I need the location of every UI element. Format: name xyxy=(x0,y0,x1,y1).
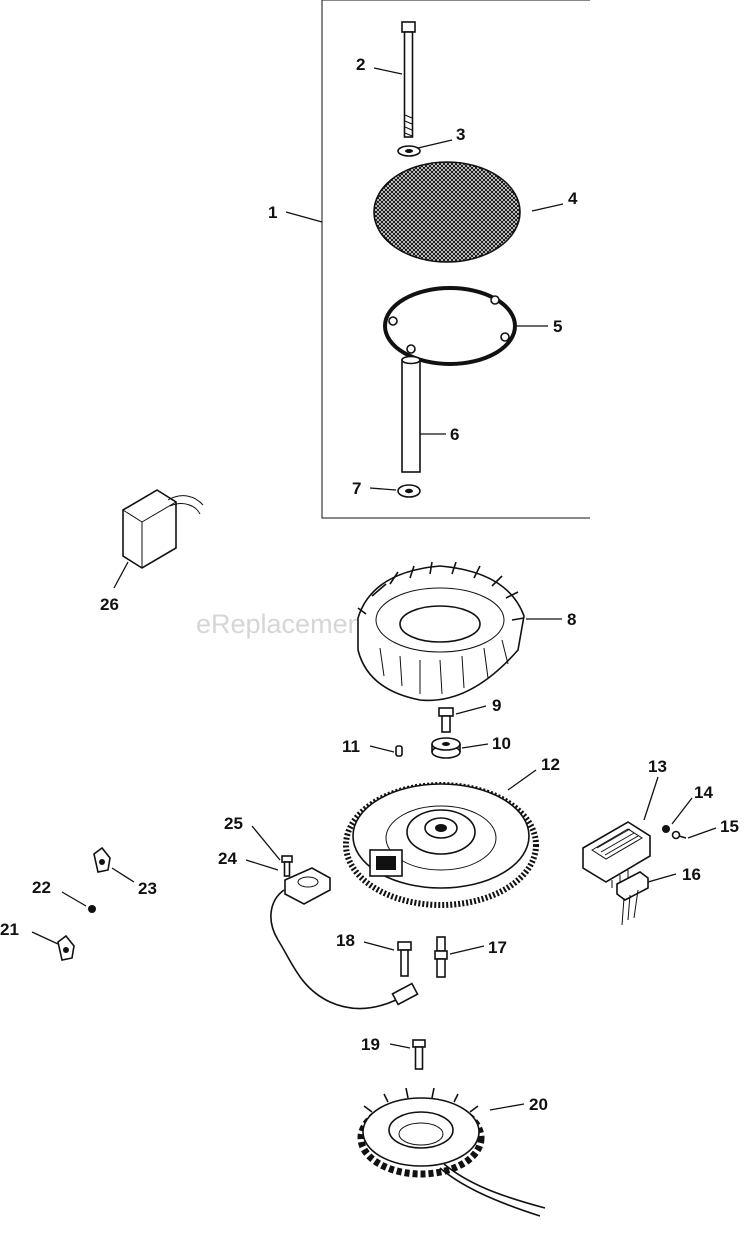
part-26-module xyxy=(122,489,204,569)
callout-9: 9 xyxy=(492,696,501,715)
callout-15: 15 xyxy=(720,817,739,836)
callout-2: 2 xyxy=(356,55,365,74)
leader-11 xyxy=(369,745,395,753)
part-25-screw xyxy=(281,855,293,877)
callout-26: 26 xyxy=(100,595,119,614)
leader-16 xyxy=(647,873,677,883)
leader-15 xyxy=(687,827,717,839)
part-6-spacer xyxy=(401,355,421,473)
callout-1: 1 xyxy=(268,203,277,222)
callout-20: 20 xyxy=(529,1095,548,1114)
callout-25: 25 xyxy=(224,814,243,833)
part-24-ignition-module xyxy=(270,867,419,1010)
callout-5: 5 xyxy=(553,317,562,336)
leader-7 xyxy=(369,487,397,491)
part-19-bolt xyxy=(412,1039,426,1070)
part-12-flywheel xyxy=(343,782,539,908)
leader-1 xyxy=(285,211,323,223)
callout-12: 12 xyxy=(541,755,560,774)
leader-12 xyxy=(507,769,537,791)
callout-22: 22 xyxy=(32,878,51,897)
leader-19 xyxy=(389,1043,411,1049)
part-4-screen xyxy=(373,161,521,263)
callout-8: 8 xyxy=(567,610,576,629)
part-16-connector xyxy=(616,871,649,926)
part-10-washer xyxy=(431,737,461,759)
callout-21: 21 xyxy=(0,920,19,939)
callout-18: 18 xyxy=(336,931,355,950)
part-15-screw xyxy=(671,830,687,840)
leader-22 xyxy=(61,891,87,907)
callout-24: 24 xyxy=(218,849,237,868)
leader-13 xyxy=(643,776,659,821)
leader-21 xyxy=(31,931,59,945)
part-13-regulator xyxy=(582,821,651,888)
callout-3: 3 xyxy=(456,125,465,144)
callout-7: 7 xyxy=(352,479,361,498)
callout-23: 23 xyxy=(138,879,157,898)
callout-4: 4 xyxy=(568,189,578,208)
leader-24 xyxy=(245,859,279,871)
part-11-key xyxy=(395,745,403,757)
callout-6: 6 xyxy=(450,425,459,444)
callout-19: 19 xyxy=(361,1035,380,1054)
callout-17: 17 xyxy=(488,938,507,957)
callout-14: 14 xyxy=(694,783,713,802)
callout-16: 16 xyxy=(682,865,701,884)
leader-17 xyxy=(449,945,485,955)
leader-14 xyxy=(671,797,693,825)
callout-11: 11 xyxy=(342,737,360,756)
part-22-nut xyxy=(88,905,96,913)
part-8-fan xyxy=(357,561,525,702)
leader-9 xyxy=(455,705,487,715)
part-9-bolt xyxy=(438,707,454,733)
part-5-ring xyxy=(383,286,517,366)
leader-26 xyxy=(113,561,129,589)
leader-2 xyxy=(373,67,403,75)
callout-13: 13 xyxy=(648,757,667,776)
leader-23 xyxy=(111,867,135,883)
part-20-stator xyxy=(357,1087,546,1217)
leader-20 xyxy=(489,1103,525,1111)
part-23-clip xyxy=(93,846,111,873)
kit-bracket xyxy=(321,0,590,519)
leader-18 xyxy=(363,941,395,951)
part-21-clip xyxy=(57,934,75,961)
part-14-nut xyxy=(662,825,670,833)
part-2-bolt xyxy=(401,21,416,138)
leader-10 xyxy=(461,743,489,749)
leader-25 xyxy=(251,825,281,861)
leader-4 xyxy=(531,203,564,212)
callout-10: 10 xyxy=(492,734,511,753)
leader-3 xyxy=(417,139,453,149)
part-18-bolt xyxy=(397,941,412,977)
part-17-stud xyxy=(434,936,448,978)
